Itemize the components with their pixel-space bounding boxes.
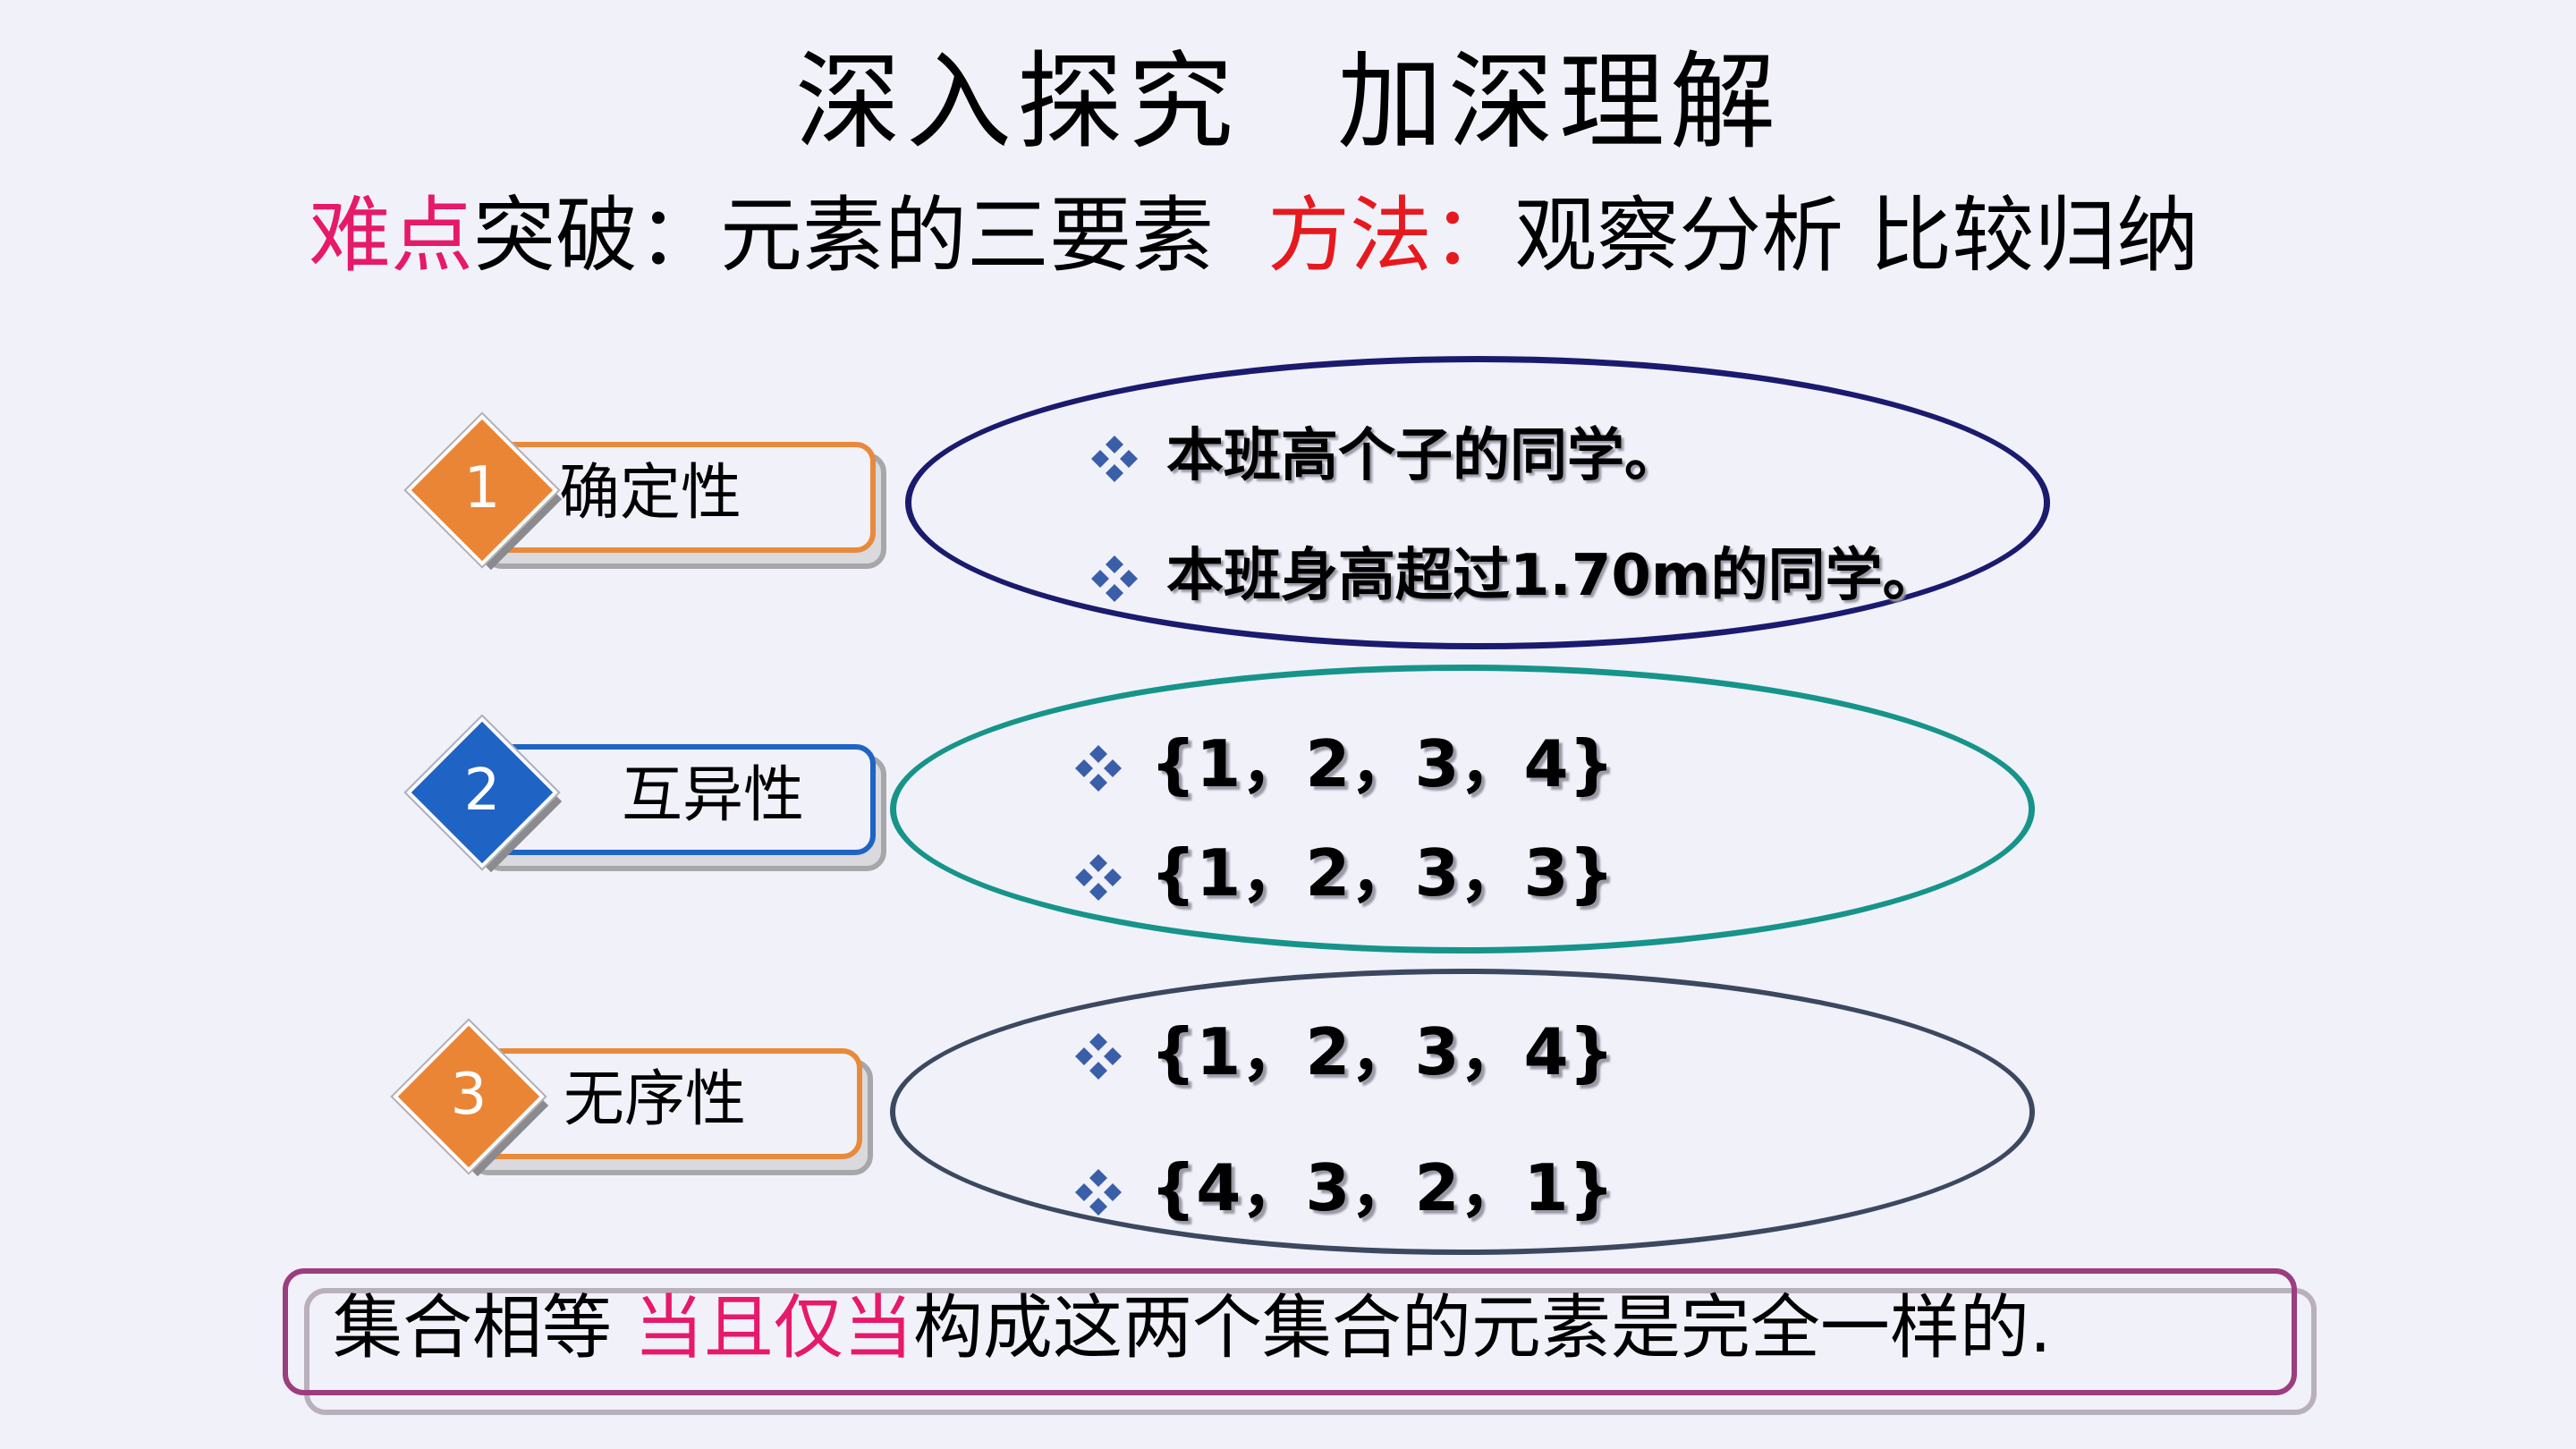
- diamond-cluster-icon: [1075, 1033, 1122, 1080]
- diamond-cluster-icon: [1091, 436, 1138, 483]
- conclusion-suffix: 构成这两个集合的元素是完全一样的.: [912, 1288, 2052, 1368]
- conclusion-highlight: 当且仅当: [633, 1288, 913, 1368]
- badge-label: 互异性: [622, 760, 805, 831]
- example-oval-distinctness: [890, 665, 2035, 953]
- example-set: {1，2，3，3}: [1150, 835, 1614, 911]
- title-right: 加深理解: [1337, 40, 1782, 164]
- subtitle-method-colon: ：: [1432, 188, 1515, 284]
- example-oval-certainty: [905, 356, 2050, 649]
- example-set: {1，2，3，4}: [1150, 726, 1614, 801]
- example-line: 本班身高超过1.70m的同学。: [1089, 547, 1940, 605]
- conclusion-box-shadow: [304, 1288, 2317, 1415]
- conclusion-prefix: 集合相等: [333, 1288, 634, 1368]
- badge-label: 确定性: [559, 458, 742, 529]
- subtitle-difficulty-label: 难点: [309, 188, 474, 284]
- property-badge-certainty: 1 确定性: [406, 413, 908, 583]
- badge-number: 1: [463, 455, 501, 521]
- diamond-cluster-icon: [1075, 854, 1122, 902]
- subtitle-difficulty-text: 突破：元素的三要素: [473, 188, 1215, 284]
- property-badge-distinctness: 2 互异性: [406, 716, 908, 886]
- property-badge-unordered: 3 无序性: [393, 1020, 894, 1190]
- example-line: {4，3，2，1}: [1073, 1156, 1614, 1220]
- example-line: {1，2，3，4}: [1073, 1020, 1614, 1084]
- example-set: {4，3，2，1}: [1150, 1150, 1614, 1225]
- subtitle-method-text: 观察分析 比较归纳: [1514, 188, 2199, 284]
- page-title: 深入探究加深理解: [0, 49, 2576, 155]
- title-left: 深入探究: [794, 40, 1239, 164]
- example-oval-unordered: [890, 969, 2035, 1255]
- example-text: 本班身高超过1.70m的同学。: [1166, 543, 1940, 609]
- diamond-cluster-icon: [1075, 745, 1122, 792]
- example-line: {1，2，3，3}: [1073, 841, 1614, 905]
- conclusion-box: [283, 1268, 2297, 1395]
- badge-label: 无序性: [564, 1064, 747, 1135]
- subtitle-method-label: 方法: [1267, 188, 1433, 284]
- badge-number: 3: [450, 1062, 487, 1128]
- conclusion-text: 集合相等 当且仅当构成这两个集合的元素是完全一样的.: [333, 1293, 2052, 1363]
- example-line: {1，2，3，4}: [1073, 732, 1614, 796]
- badge-number: 2: [463, 758, 501, 824]
- example-text: 本班高个子的同学。: [1166, 423, 1682, 489]
- subtitle: 难点突破：元素的三要素方法：观察分析 比较归纳: [309, 195, 2199, 277]
- example-set: {1，2，3，4}: [1150, 1014, 1614, 1089]
- example-line: 本班高个子的同学。: [1089, 428, 1682, 485]
- diamond-cluster-icon: [1091, 555, 1138, 603]
- diamond-cluster-icon: [1075, 1169, 1122, 1216]
